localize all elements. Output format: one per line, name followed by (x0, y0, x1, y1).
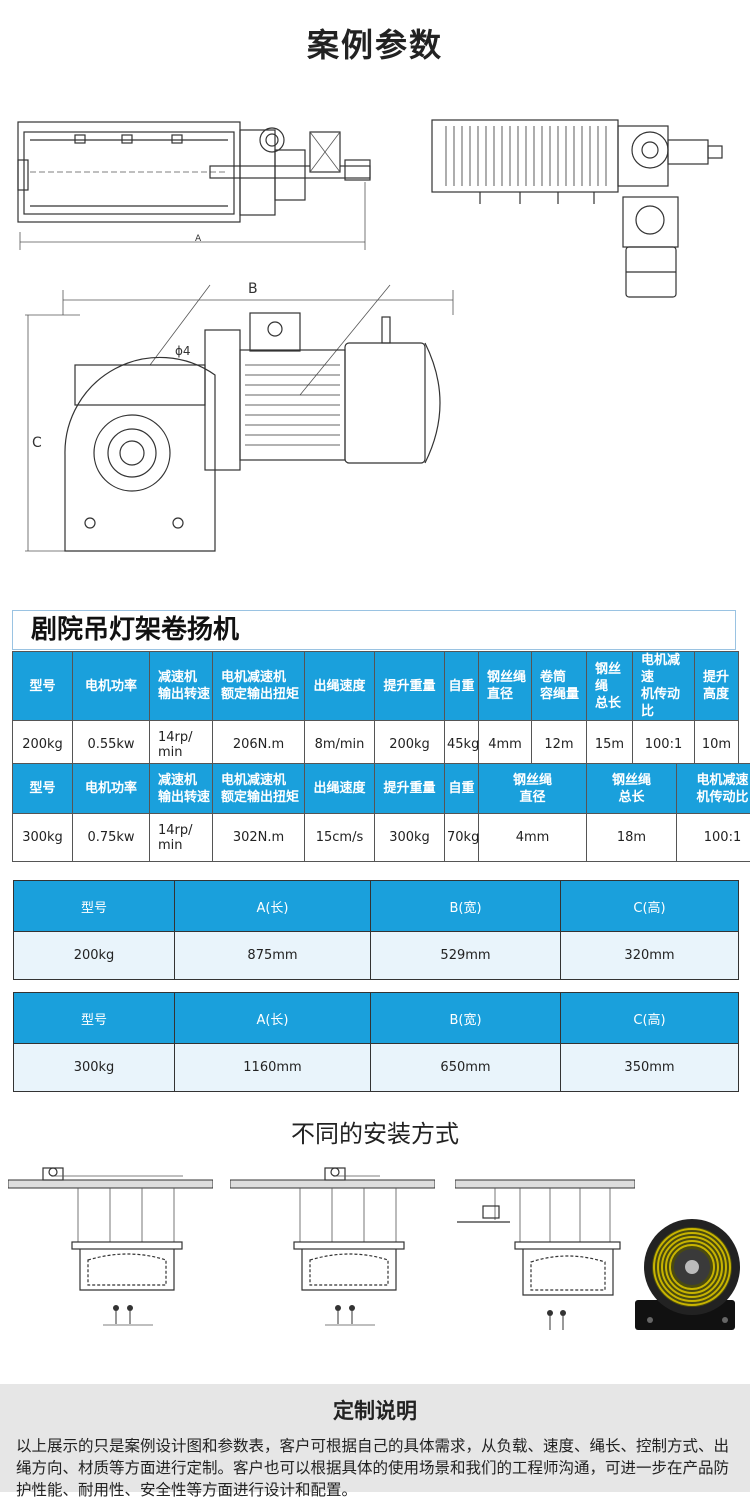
spec-table-300kg: 型号 电机功率 减速机 输出转速 电机减速机 额定输出扭矩 出绳速度 提升重量 … (12, 763, 750, 862)
product-name: 剧院吊灯架卷扬机 (12, 610, 736, 650)
header-cell: 钢丝绳 直径 (479, 652, 532, 721)
header-cell: 自重 (445, 764, 479, 814)
spec-value-row: 200kg 0.55kw 14rp/ min 206N.m 8m/min 200… (13, 721, 739, 769)
header-cell: 出绳速度 (305, 652, 375, 721)
value-cell: 14rp/ min (150, 721, 213, 769)
spec-table-200kg: 型号 电机功率 减速机 输出转速 电机减速机 额定输出扭矩 出绳速度 提升重量 … (12, 651, 739, 769)
value-cell: 529mm (371, 932, 561, 980)
value-cell: 100:1 (677, 814, 750, 862)
value-cell: 650mm (371, 1044, 561, 1092)
header-cell: 提升重量 (375, 652, 445, 721)
install-methods-title: 不同的安装方式 (0, 1114, 750, 1149)
install-diagram-1 (8, 1160, 213, 1340)
winch-side-view-drawing: A (10, 110, 410, 255)
header-cell: 出绳速度 (305, 764, 375, 814)
header-cell: C(高) (561, 881, 739, 932)
dimension-table-200kg: 型号 A(长) B(宽) C(高) 200kg 875mm 529mm 320m… (13, 880, 739, 980)
dim-value-row: 300kg 1160mm 650mm 350mm (14, 1044, 739, 1092)
svg-text:A: A (195, 234, 202, 244)
value-cell: 15cm/s (305, 814, 375, 862)
header-cell: 电机减速机 额定输出扭矩 (213, 652, 305, 721)
header-cell: 减速机 输出转速 (150, 652, 213, 721)
dimension-table-300kg: 型号 A(长) B(宽) C(高) 300kg 1160mm 650mm 350… (13, 992, 739, 1092)
header-cell: 钢丝绳 总长 (587, 652, 633, 721)
value-cell: 10m (695, 721, 739, 769)
value-cell: 45kg (445, 721, 479, 769)
dim-header-row: 型号 A(长) B(宽) C(高) (14, 993, 739, 1044)
header-cell: 电机减速机 额定输出扭矩 (213, 764, 305, 814)
install-diagram-3 (455, 1170, 635, 1340)
value-cell: 8m/min (305, 721, 375, 769)
value-cell: 302N.m (213, 814, 305, 862)
install-diagram-2 (230, 1160, 435, 1340)
value-cell: 200kg (13, 721, 73, 769)
value-cell: 300kg (14, 1044, 175, 1092)
svg-text:ϕ4: ϕ4 (175, 344, 191, 358)
page-title: 案例参数 (0, 20, 750, 66)
value-cell: 4mm (479, 721, 532, 769)
value-cell: 18m (587, 814, 677, 862)
winch-product-photo (630, 1205, 745, 1340)
value-cell: 200kg (14, 932, 175, 980)
header-cell: 减速机 输出转速 (150, 764, 213, 814)
dim-header-row: 型号 A(长) B(宽) C(高) (14, 881, 739, 932)
header-cell: 电机减速 机传动比 (633, 652, 695, 721)
svg-text:B: B (248, 281, 258, 297)
winch-front-view-drawing: B C ϕ4 (20, 275, 470, 565)
value-cell: 100:1 (633, 721, 695, 769)
value-cell: 70kg (445, 814, 479, 862)
header-cell: 自重 (445, 652, 479, 721)
dim-value-row: 200kg 875mm 529mm 320mm (14, 932, 739, 980)
header-cell: 提升重量 (375, 764, 445, 814)
value-cell: 4mm (479, 814, 587, 862)
header-cell: 提升 高度 (695, 652, 739, 721)
header-cell: 电机功率 (73, 764, 150, 814)
header-cell: 型号 (13, 764, 73, 814)
value-cell: 0.75kw (73, 814, 150, 862)
header-cell: 型号 (14, 993, 175, 1044)
header-cell: 电机功率 (73, 652, 150, 721)
header-cell: 型号 (14, 881, 175, 932)
header-cell: 电机减速 机传动比 (677, 764, 750, 814)
value-cell: 320mm (561, 932, 739, 980)
header-cell: A(长) (175, 881, 371, 932)
header-cell: 钢丝绳 总长 (587, 764, 677, 814)
header-cell: A(长) (175, 993, 371, 1044)
header-cell: C(高) (561, 993, 739, 1044)
value-cell: 350mm (561, 1044, 739, 1092)
value-cell: 200kg (375, 721, 445, 769)
value-cell: 15m (587, 721, 633, 769)
header-cell: 卷筒 容绳量 (532, 652, 587, 721)
svg-text:C: C (32, 435, 42, 451)
value-cell: 300kg (13, 814, 73, 862)
header-cell: 钢丝绳 直径 (479, 764, 587, 814)
value-cell: 12m (532, 721, 587, 769)
value-cell: 0.55kw (73, 721, 150, 769)
value-cell: 1160mm (175, 1044, 371, 1092)
customization-text: 以上展示的只是案例设计图和参数表，客户可根据自己的具体需求，从负载、速度、绳长、… (16, 1435, 736, 1501)
spec-value-row: 300kg 0.75kw 14rp/ min 302N.m 15cm/s 300… (13, 814, 750, 862)
header-cell: 型号 (13, 652, 73, 721)
customization-title: 定制说明 (0, 1395, 750, 1425)
value-cell: 875mm (175, 932, 371, 980)
spec-header-row: 型号 电机功率 减速机 输出转速 电机减速机 额定输出扭矩 出绳速度 提升重量 … (13, 764, 750, 814)
value-cell: 206N.m (213, 721, 305, 769)
value-cell: 14rp/ min (150, 814, 213, 862)
spec-header-row: 型号 电机功率 减速机 输出转速 电机减速机 额定输出扭矩 出绳速度 提升重量 … (13, 652, 739, 721)
value-cell: 300kg (375, 814, 445, 862)
header-cell: B(宽) (371, 993, 561, 1044)
header-cell: B(宽) (371, 881, 561, 932)
